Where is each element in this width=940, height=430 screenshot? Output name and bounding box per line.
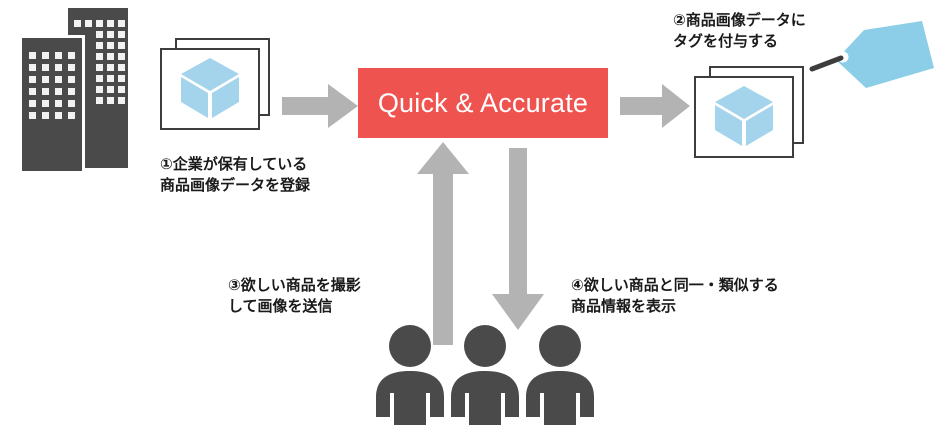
quick-and-accurate-label: Quick & Accurate: [377, 87, 589, 118]
caption-step-1: ①企業が保有している 商品画像データを登録: [160, 155, 311, 195]
cube-glyph: [181, 58, 239, 118]
price-tag-icon: [809, 21, 934, 88]
users-group-icon: [372, 325, 597, 425]
building-short-windows: [29, 52, 75, 119]
arrow-center-to-right-icon: [620, 84, 690, 128]
person-icon: [451, 325, 519, 425]
building-short: [22, 35, 85, 171]
arrow-people-to-center-icon: [417, 142, 469, 345]
caption-step-4: ④欲しい商品と同一・類似する 商品情報を表示: [571, 276, 779, 316]
cube-glyph: [715, 86, 773, 146]
office-buildings-icon: [0, 0, 150, 175]
caption-step-2: ②商品画像データに タグを付与する: [673, 11, 806, 51]
caption-step-3: ③欲しい商品を撮影 して画像を送信: [228, 276, 361, 316]
person-icon: [376, 325, 444, 425]
quick-and-accurate-box: Quick & Accurate: [358, 68, 608, 138]
arrow-center-to-people-icon: [492, 148, 544, 330]
arrow-left-to-center-icon: [282, 84, 358, 128]
person-icon: [526, 325, 594, 425]
product-image-card-icon: [160, 38, 280, 148]
tagged-product-image-card-icon: [694, 66, 819, 166]
